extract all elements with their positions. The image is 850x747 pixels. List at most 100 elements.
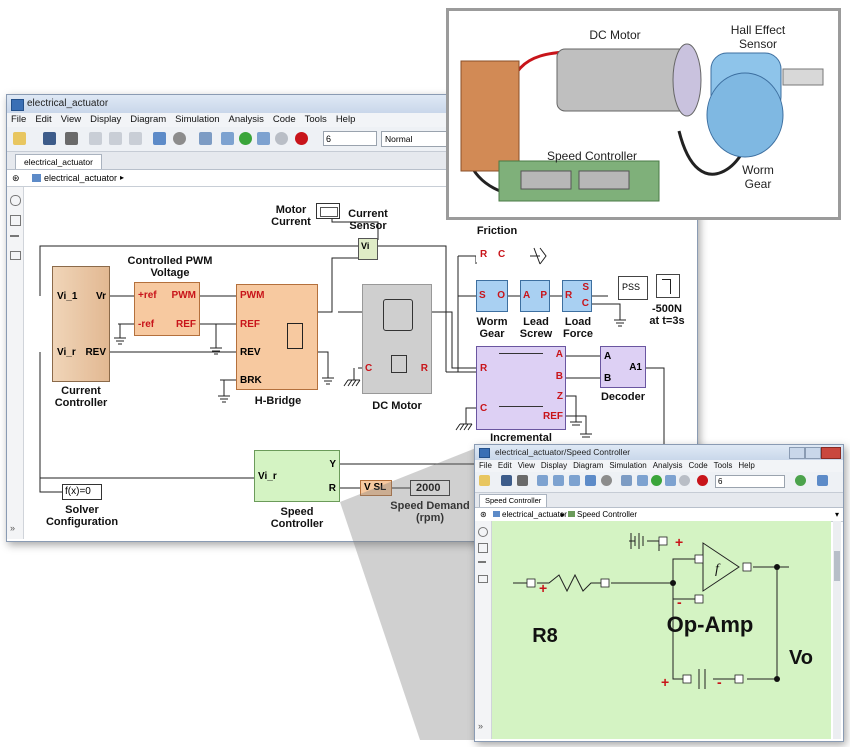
- new-model-icon[interactable]: [13, 132, 26, 145]
- menu-help[interactable]: Help: [335, 114, 356, 125]
- h-bridge-block[interactable]: PWM REF REV BRK: [236, 284, 318, 390]
- sub-print-icon[interactable]: [517, 475, 528, 486]
- collapse-icon[interactable]: »: [10, 523, 16, 533]
- sub-menu-help[interactable]: Help: [738, 461, 755, 470]
- solver-block[interactable]: f(x)=0: [62, 484, 102, 500]
- menu-display[interactable]: Display: [90, 114, 122, 125]
- sub-step-forward-icon[interactable]: [665, 475, 676, 486]
- sub-library-icon[interactable]: [585, 475, 596, 486]
- sub-explorer-icon[interactable]: [621, 475, 632, 486]
- sub-menu-diagram[interactable]: Diagram: [573, 461, 604, 470]
- save-icon[interactable]: [43, 132, 56, 145]
- speed-controller-block[interactable]: Vi_r Y R: [254, 450, 340, 502]
- breadcrumb[interactable]: electrical_actuator: [44, 173, 118, 183]
- sub-title-bar[interactable]: electrical_actuator/Speed Controller: [475, 445, 843, 460]
- hide-explorer-icon[interactable]: ⊛: [12, 173, 20, 183]
- encoder-block[interactable]: R C A B Z REF: [476, 346, 566, 430]
- sub-zoom-icon[interactable]: [478, 527, 488, 537]
- sub-breadcrumb-root[interactable]: electrical_actuator: [502, 510, 567, 519]
- close-icon[interactable]: [821, 447, 841, 459]
- pwm-block[interactable]: +ref PWM -ref REF: [134, 282, 200, 336]
- scope-block[interactable]: [316, 203, 340, 219]
- lead-screw-block[interactable]: A P: [520, 280, 550, 312]
- menu-tools[interactable]: Tools: [304, 114, 327, 125]
- motor-body-icon: [556, 48, 688, 112]
- menu-view[interactable]: View: [60, 114, 82, 125]
- dc-motor-block[interactable]: C R: [362, 284, 432, 394]
- sub-menu-tools[interactable]: Tools: [713, 461, 733, 470]
- tab-electrical-actuator[interactable]: electrical_actuator: [15, 154, 102, 169]
- sub-menu-simulation[interactable]: Simulation: [609, 461, 647, 470]
- model-explorer-icon[interactable]: [199, 132, 212, 145]
- sim-mode-select[interactable]: Normal: [381, 131, 448, 147]
- stop-time-input[interactable]: [323, 131, 377, 146]
- sub-step-back-icon[interactable]: [637, 475, 648, 486]
- speed-constant-block[interactable]: 2000: [410, 480, 450, 496]
- menu-diagram[interactable]: Diagram: [130, 114, 167, 125]
- sub-fit-icon[interactable]: [478, 543, 488, 553]
- sub-dropdown-icon[interactable]: ▾: [834, 510, 839, 519]
- friction-block[interactable]: R C: [476, 249, 510, 262]
- sub-more-icon[interactable]: [817, 475, 828, 486]
- library-icon[interactable]: [153, 132, 166, 145]
- menu-code[interactable]: Code: [272, 114, 296, 125]
- zoom-in-icon[interactable]: [10, 195, 21, 206]
- menu-file[interactable]: File: [11, 114, 27, 125]
- pss-block[interactable]: PSS: [618, 276, 648, 300]
- print-icon[interactable]: [65, 132, 78, 145]
- step-block[interactable]: [656, 274, 680, 298]
- step-forward-icon[interactable]: [257, 132, 270, 145]
- sub-menu-edit[interactable]: Edit: [497, 461, 512, 470]
- sub-scroll-thumb[interactable]: [834, 551, 840, 581]
- current-controller-block[interactable]: Vi_1 Vr Vi_r REV: [52, 266, 110, 382]
- record-icon[interactable]: [295, 132, 308, 145]
- current-sensor-block[interactable]: Vi: [358, 238, 378, 260]
- worm-gear-block[interactable]: S O: [476, 280, 508, 312]
- wg-port-o: O: [497, 290, 505, 301]
- back-icon[interactable]: [89, 132, 102, 145]
- sub-menu-analysis[interactable]: Analysis: [652, 461, 683, 470]
- run-icon[interactable]: [239, 132, 252, 145]
- settings-gear-icon[interactable]: [173, 132, 186, 145]
- sub-up-icon[interactable]: [569, 475, 580, 486]
- vsl-block[interactable]: V SL: [360, 480, 392, 496]
- sub-menu-code[interactable]: Code: [688, 461, 708, 470]
- menu-edit[interactable]: Edit: [35, 114, 52, 125]
- sub-menu-view[interactable]: View: [517, 461, 535, 470]
- load-force-block[interactable]: R S C: [562, 280, 592, 312]
- menu-analysis[interactable]: Analysis: [228, 114, 264, 125]
- arrow-icon[interactable]: [10, 235, 19, 237]
- sub-stop-time-input[interactable]: [715, 475, 785, 488]
- vo-label: Vo: [788, 647, 814, 669]
- sub-arrow-icon[interactable]: [478, 561, 486, 563]
- sub-new-icon[interactable]: [479, 475, 490, 486]
- menu-simulation[interactable]: Simulation: [175, 114, 220, 125]
- breadcrumb-arrow-icon[interactable]: ▸: [120, 173, 125, 182]
- sub-hide-explorer-icon[interactable]: ⊛: [480, 510, 487, 519]
- sub-save-icon[interactable]: [501, 475, 512, 486]
- sub-forward-icon[interactable]: [553, 475, 564, 486]
- minimize-icon[interactable]: [789, 447, 805, 459]
- sub-gear-icon[interactable]: [601, 475, 612, 486]
- sub-run-icon[interactable]: [651, 475, 662, 486]
- sub-back-icon[interactable]: [537, 475, 548, 486]
- sub-collapse-icon[interactable]: »: [478, 721, 484, 731]
- forward-icon[interactable]: [109, 132, 122, 145]
- sub-menu-display[interactable]: Display: [540, 461, 568, 470]
- annotation-icon[interactable]: [10, 251, 21, 260]
- tab-speed-controller[interactable]: Speed Controller: [479, 494, 548, 507]
- sub-breadcrumb-child[interactable]: Speed Controller: [577, 510, 638, 519]
- sub-vertical-scrollbar[interactable]: [833, 521, 841, 739]
- step-back-icon[interactable]: [221, 132, 234, 145]
- sub-stop-icon[interactable]: [679, 475, 690, 486]
- maximize-icon[interactable]: [805, 447, 821, 459]
- sub-record-icon[interactable]: [697, 475, 708, 486]
- up-icon[interactable]: [129, 132, 142, 145]
- opamp-label: Op-Amp: [666, 612, 754, 637]
- fit-view-icon[interactable]: [10, 215, 21, 226]
- decoder-block[interactable]: A B A1: [600, 346, 646, 388]
- sub-annotation-icon[interactable]: [478, 575, 488, 583]
- stop-icon[interactable]: [275, 132, 288, 145]
- sub-menu-file[interactable]: File: [479, 461, 492, 470]
- sub-check-icon[interactable]: [795, 475, 806, 486]
